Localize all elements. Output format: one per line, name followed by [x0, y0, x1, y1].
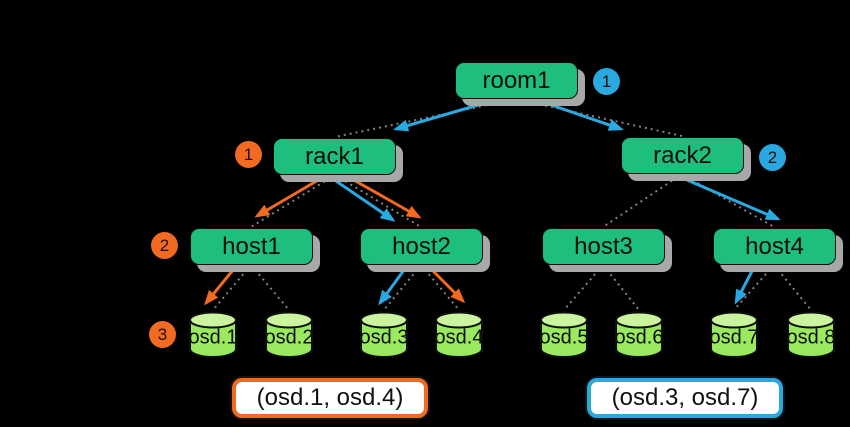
edge-host1-osd2 — [250, 264, 290, 311]
osd-3-node: osd.3 — [359, 311, 409, 359]
cylinder-icon — [189, 311, 237, 358]
arrow-orange-host2-osd4 — [430, 268, 466, 304]
cylinder-icon — [615, 311, 663, 358]
badge-number: 1 — [601, 71, 612, 91]
osd-label: osd.2 — [264, 326, 314, 349]
result-set-orange: (osd.1, osd.4) — [232, 378, 428, 418]
edge-room1-rack2 — [515, 98, 683, 137]
step-badge-orange-2: 2 — [151, 232, 178, 259]
node-rack2: rack2 — [621, 137, 744, 174]
cylinder-icon — [787, 311, 835, 358]
edge-room1-rack1 — [334, 98, 517, 138]
node-host1-label: host1 — [222, 232, 281, 260]
osd-label: osd.5 — [539, 326, 589, 349]
cylinder-icon — [360, 311, 408, 358]
cylinder-icon — [265, 311, 313, 358]
osd-1-node: osd.1 — [188, 311, 238, 359]
node-host4: host4 — [713, 228, 836, 265]
cylinder-icon — [540, 311, 588, 358]
step-badge-orange-1: 1 — [235, 141, 262, 168]
node-host1: host1 — [190, 228, 313, 265]
edge-host4-osd8 — [773, 264, 812, 311]
edge-rack2-host3 — [602, 173, 683, 228]
step-badge-blue-1: 1 — [593, 68, 620, 95]
node-host2: host2 — [360, 228, 483, 265]
cylinder-icon — [435, 311, 483, 358]
osd-8-node: osd.8 — [786, 311, 836, 359]
edge-host4-osd7 — [733, 264, 775, 311]
edge-host2-osd4 — [420, 264, 460, 311]
node-rack1: rack1 — [273, 138, 396, 175]
osd-label: osd.1 — [188, 326, 238, 349]
cylinder-icon — [710, 311, 758, 358]
result-set-blue: (osd.3, osd.7) — [587, 378, 783, 418]
osd-2-node: osd.2 — [264, 311, 314, 359]
edge-rack1-host2 — [334, 174, 422, 228]
osd-label: osd.7 — [709, 326, 759, 349]
osd-label: osd.8 — [786, 326, 836, 349]
edge-host3-osd5 — [563, 264, 604, 311]
result-set-orange-label: (osd.1, osd.4) — [256, 384, 404, 411]
badge-number: 2 — [159, 235, 170, 255]
step-badge-blue-2: 2 — [759, 144, 786, 171]
arrow-orange-rack1-host2 — [351, 177, 422, 219]
node-room1: room1 — [455, 62, 578, 99]
arrow-blue-room1-rack2 — [530, 96, 624, 131]
arrow-blue-host2-osd3 — [378, 269, 406, 306]
arrow-orange-rack1-host1 — [254, 177, 321, 218]
step-badge-orange-3: 3 — [149, 321, 176, 348]
node-rack1-label: rack1 — [305, 142, 364, 170]
osd-label: osd.3 — [359, 326, 409, 349]
node-room1-label: room1 — [482, 66, 551, 94]
osd-4-node: osd.4 — [434, 311, 484, 359]
node-host3-label: host3 — [574, 232, 633, 260]
arrow-blue-rack2-host4 — [686, 178, 781, 221]
edge-host3-osd6 — [602, 264, 640, 311]
osd-label: osd.4 — [434, 326, 484, 349]
node-host2-label: host2 — [392, 232, 451, 260]
arrow-blue-rack1-host2 — [335, 179, 396, 222]
arrow-blue-room1-rack1 — [393, 96, 503, 132]
arrow-blue-host4-osd7 — [734, 270, 754, 305]
result-set-blue-label: (osd.3, osd.7) — [611, 384, 759, 411]
osd-label: osd.6 — [614, 326, 664, 349]
badge-number: 2 — [767, 147, 778, 167]
osd-7-node: osd.7 — [709, 311, 759, 359]
badge-number: 1 — [243, 144, 254, 164]
node-host3: host3 — [542, 228, 665, 265]
node-rack2-label: rack2 — [653, 141, 712, 169]
osd-5-node: osd.5 — [539, 311, 589, 359]
node-host4-label: host4 — [745, 232, 804, 260]
arrow-orange-host1-osd1 — [204, 269, 235, 306]
edge-host1-osd1 — [212, 264, 252, 311]
edge-rack1-host1 — [250, 174, 336, 228]
edge-rack2-host4 — [681, 173, 775, 228]
badge-number: 3 — [157, 324, 168, 344]
osd-6-node: osd.6 — [614, 311, 664, 359]
